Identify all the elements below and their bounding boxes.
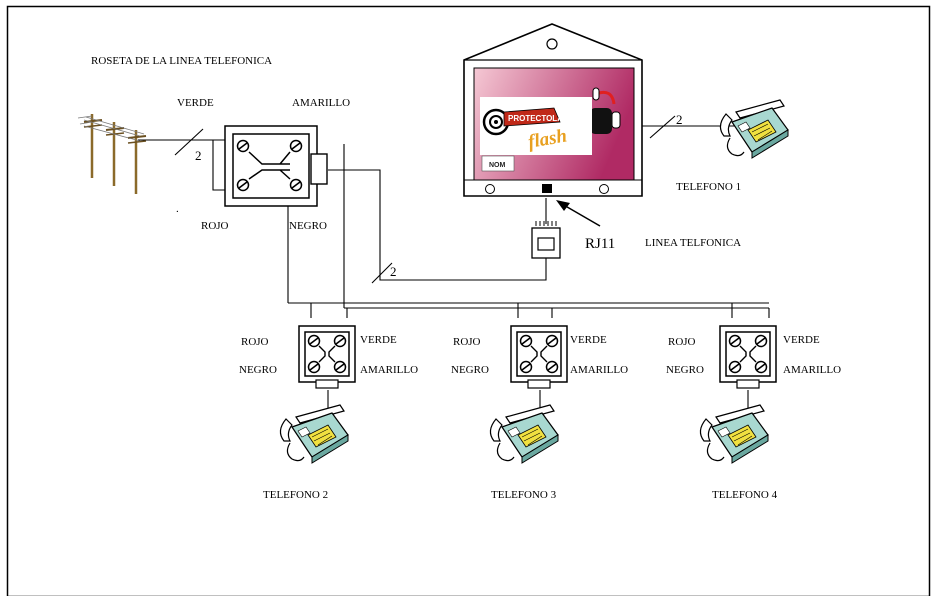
rj11-arrow — [556, 200, 601, 227]
wires — [138, 115, 770, 408]
main-rosette — [224, 125, 328, 207]
ext3-rojo-label: ROJO — [453, 336, 481, 348]
logo-top-text: PROTECTOLADA — [508, 114, 575, 123]
main-rojo-label: ROJO — [201, 220, 229, 232]
ext2-negro-label: NEGRO — [239, 364, 277, 376]
page-frame — [6, 5, 931, 596]
logo-nom-text: NOM — [489, 162, 506, 169]
main-negro-label: NEGRO — [289, 220, 327, 232]
telephone-4-icon — [699, 404, 769, 464]
pair-count-left: 2 — [195, 148, 202, 163]
ext3-verde-label: VERDE — [570, 334, 607, 346]
telefono-4-label: TELEFONO 4 — [712, 489, 778, 501]
rj11-label: RJ11 — [585, 236, 615, 252]
ext4-verde-label: VERDE — [783, 334, 820, 346]
ext4-negro-label: NEGRO — [666, 364, 704, 376]
main-amarillo-label: AMARILLO — [292, 97, 350, 109]
telephone-3-icon — [489, 404, 559, 464]
ext4-amarillo-label: AMARILLO — [783, 364, 841, 376]
extension-rosette-2 — [299, 326, 355, 388]
alarm-icon — [590, 87, 621, 134]
telefono-3-label: TELEFONO 3 — [491, 489, 557, 501]
main-verde-label: VERDE — [177, 97, 214, 109]
ext2-verde-label: VERDE — [360, 334, 397, 346]
pair-count-right: 2 — [676, 112, 683, 127]
protectolada-logo: PROTECTOLADA flash NOM — [480, 97, 592, 172]
telefono-2-label: TELEFONO 2 — [263, 489, 328, 501]
telephone-poles-icon — [77, 112, 148, 196]
ext3-amarillo-label: AMARILLO — [570, 364, 628, 376]
ext2-rojo-label: ROJO — [241, 336, 269, 348]
extension-rosette-4 — [720, 326, 776, 388]
telephone-1-icon — [719, 99, 789, 159]
telefono-1-label: TELEFONO 1 — [676, 181, 741, 193]
rj11-jack-icon — [531, 221, 561, 259]
main-dot-mark: . — [176, 203, 179, 215]
line-label: LINEA TELFONICA — [645, 237, 741, 249]
line-protector-box: PROTECTOLADA flash NOM — [463, 23, 643, 197]
pair-count-mid: 2 — [390, 264, 397, 279]
telephone-2-icon — [279, 404, 349, 464]
ext4-rojo-label: ROJO — [668, 336, 696, 348]
extension-rosette-3 — [511, 326, 567, 388]
ext2-amarillo-label: AMARILLO — [360, 364, 418, 376]
rosette-title: ROSETA DE LA LINEA TELEFONICA — [91, 55, 272, 67]
ext3-negro-label: NEGRO — [451, 364, 489, 376]
